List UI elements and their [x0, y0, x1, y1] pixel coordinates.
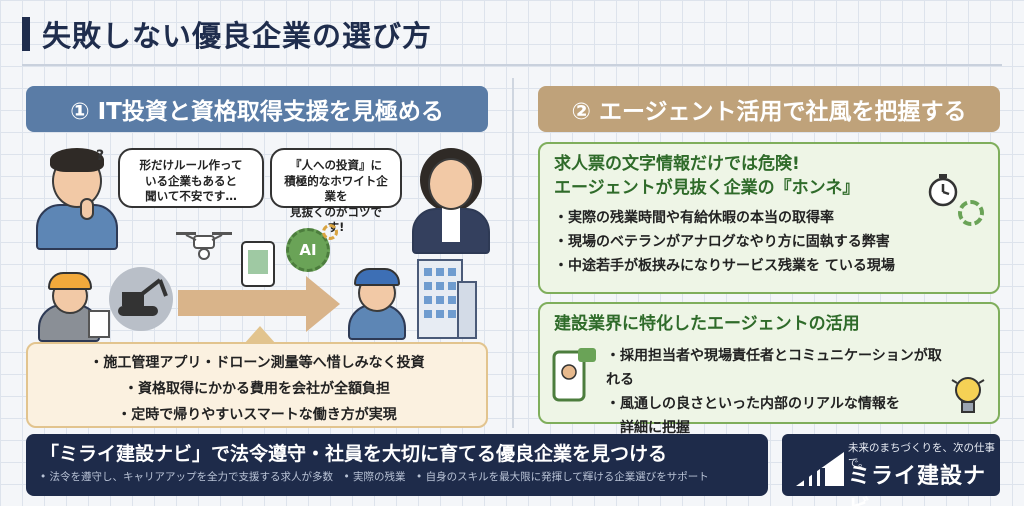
list-item: ・資格取得にかかる費用を会社が全額負担: [124, 381, 390, 397]
list-item: ・風通しの良さといった内部のリアルな情報を: [606, 396, 900, 412]
question-icon: ?: [96, 148, 105, 164]
list-item: ・現場のベテランがアナログなやり方に固執する弊害: [554, 234, 890, 250]
speech-bubble-advisor: 『人への投資』に 積極的なホワイト企業を 見抜くのがコツです!: [270, 148, 402, 234]
logo-name: ミライ建設ナビ: [848, 464, 987, 506]
smartphone-chat-icon: [552, 348, 596, 402]
title-accent-bar: [22, 17, 30, 51]
skyline-logo-icon: [796, 452, 844, 486]
advisor-illustration: [408, 146, 494, 254]
section-banner-text: ① IT投資と資格取得支援を見極める: [70, 99, 444, 125]
list-item: ・実際の残業時間や有給休暇の本当の取得率: [554, 210, 834, 226]
footer-subtitle: • 法令を遵守し、キャリアアップを全力で支援する求人が多数 • 実際の残業 • …: [40, 471, 709, 483]
ai-gear-icon: AI: [286, 228, 330, 272]
bubble-line: 聞いて不安です…: [145, 189, 237, 204]
list-item: ・採用担当者や現場責任者とコミュニケーションが取れる: [606, 348, 942, 388]
section-banner-agent: ② エージェント活用で社風を把握する: [538, 86, 1000, 132]
happy-worker-illustration: [346, 264, 408, 340]
speech-bubble-worried: 形だけルール作って いる企業もあると 聞いて不安です…: [118, 148, 264, 208]
list-item: ・施工管理アプリ・ドローン測量等へ惜しみなく投資: [89, 355, 425, 371]
box-title-line: エージェントが見抜く企業の『ホンネ』: [554, 178, 860, 198]
box-title: 建設業界に特化したエージェントの活用: [554, 314, 860, 334]
worried-person-illustration: [34, 146, 120, 250]
bubble-line: 形だけルール作って: [139, 158, 243, 172]
specialized-agent-box: 建設業界に特化したエージェントの活用 ・採用担当者や現場責任者とコミュニケーショ…: [538, 302, 1000, 436]
progress-arrow-head: [306, 276, 340, 332]
site-worker-illustration: [34, 270, 114, 342]
small-gear-icon: [322, 224, 338, 240]
page-title: 失敗しない優良企業の選び方: [22, 14, 432, 54]
tablet-icon: [241, 241, 275, 287]
job-posting-warning-box: 求人票の文字情報だけでは危険! エージェントが見抜く企業の『ホンネ』 ・実際の残…: [538, 142, 1000, 294]
gear-hand-icon: [958, 200, 984, 226]
brand-logo: 未来のまちづくりを、次の仕事で。 ミライ建設ナビ: [782, 434, 1000, 506]
list-item: ・中途若手が板挟みになりサービス残業を ている現場: [554, 258, 895, 274]
logo-tagline: 未来のまちづくりを、次の仕事で。: [848, 442, 995, 469]
box-title-line: 求人票の文字情報だけでは危険!: [554, 154, 800, 174]
footer-banner: 「ミライ建設ナビ」で法令遵守・社員を大切に育てる優良企業を見つける • 法令を遵…: [26, 434, 768, 496]
bubble-line: いる企業もあると: [145, 173, 237, 188]
bubble-line: 『人への投資』に: [290, 158, 382, 172]
column-divider: [512, 78, 514, 428]
callout-pointer: [244, 326, 276, 344]
bubble-line: 積極的なホワイト企業を: [284, 173, 388, 204]
footer-title: 「ミライ建設ナビ」で法令遵守・社員を大切に育てる優良企業を見つける: [40, 443, 668, 465]
section-banner-it-investment: ① IT投資と資格取得支援を見極める: [26, 86, 488, 132]
progress-arrow-body: [178, 290, 308, 316]
office-building-icon: [417, 259, 477, 339]
drone-icon: [176, 232, 232, 260]
page-title-text: 失敗しない優良企業の選び方: [42, 19, 433, 53]
lightbulb-icon: [951, 377, 985, 413]
investment-points-box: ・施工管理アプリ・ドローン測量等へ惜しみなく投資 ・資格取得にかかる費用を会社が…: [26, 342, 488, 428]
ai-label: AI: [299, 241, 317, 259]
list-item: ・定時で帰りやすいスマートな働き方が実現: [117, 407, 397, 423]
section-banner-text: ② エージェント活用で社風を把握する: [571, 99, 967, 125]
stopwatch-icon: [928, 174, 958, 207]
title-divider: [22, 64, 1002, 66]
excavator-icon: [109, 267, 173, 331]
list-item: 詳細に把握: [620, 420, 690, 436]
